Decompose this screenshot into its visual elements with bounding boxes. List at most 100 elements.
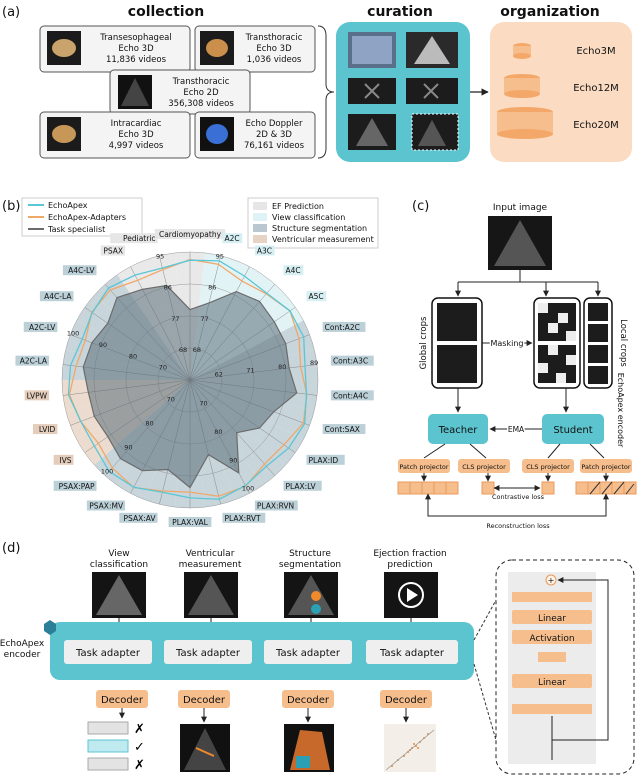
radar-tick-label: 70 <box>199 400 207 408</box>
decoder-label: Decoder <box>287 695 330 706</box>
axis-label-bg <box>322 321 366 332</box>
axis-label: PSAX:PAP <box>59 482 95 491</box>
axis-label: Cont:SAX <box>325 425 360 434</box>
axis-label: A4C-LV <box>68 266 95 275</box>
dataset-echo20m: Echo20M <box>573 120 619 131</box>
axis-label: IVS <box>59 456 71 465</box>
teacher-box <box>428 414 488 444</box>
encoder-block: EchoApex encoder <box>0 620 474 680</box>
axis-label-bg <box>283 265 304 276</box>
global-crops: Global crops <box>419 297 483 389</box>
axis-label: Pediatric <box>123 234 156 243</box>
local-crops-label: Local crops <box>618 319 628 367</box>
series-echoapex-adapters <box>68 258 308 497</box>
source-box-ice3d: Intracardiac Echo 3D 4,997 videos <box>39 111 191 159</box>
task-view-line1: View <box>108 549 129 559</box>
axis-label-bg <box>110 233 158 244</box>
radar-tick-label: 86 <box>164 284 172 292</box>
teacher-patch-projector <box>398 459 450 473</box>
activation-label: Activation <box>529 634 574 644</box>
legend-meas: Ventricular measurement <box>272 235 374 244</box>
source-line3: 76,161 videos <box>244 141 305 151</box>
axis-label: A2C <box>224 234 239 243</box>
axis-label-bg <box>168 517 212 527</box>
radar-tick-label: 80 <box>278 363 286 371</box>
dataset-echo3m: Echo3M <box>576 46 615 57</box>
panel-b-label: (b) <box>2 199 20 214</box>
axis-label-bg <box>24 390 50 401</box>
token-row <box>512 592 592 602</box>
source-line3: 356,308 videos <box>168 99 234 109</box>
decoder-label: Decoder <box>101 695 144 706</box>
axis-label: A2C-LA <box>20 357 48 366</box>
input-image-label: Input image <box>493 203 548 213</box>
axis-label: PSAX <box>103 246 123 255</box>
source-line1: Transesophageal <box>99 33 172 43</box>
bottleneck-tokens <box>538 652 566 662</box>
cls-projector-label: CLS projector <box>462 463 506 471</box>
axis-label: PSAX:AV <box>124 514 157 523</box>
line-legend: EchoApex EchoApex-Adapters Task speciali… <box>21 197 143 237</box>
activation-box <box>512 630 592 644</box>
dataset-echo12m: Echo12M <box>573 83 619 94</box>
radar-tick-label: 62 <box>215 371 223 379</box>
legend-echoapex-adapters: EchoApex-Adapters <box>48 213 126 222</box>
axis-label-bg <box>154 229 226 239</box>
student-box <box>542 414 604 444</box>
series-echoapex <box>67 259 308 500</box>
linear-label: Linear <box>538 614 566 624</box>
masked-crops <box>533 297 581 389</box>
source-line2: Echo 3D <box>118 44 154 54</box>
axis-label-bg <box>15 355 50 366</box>
hex-icon <box>44 620 56 635</box>
axis-label-bg <box>62 265 97 276</box>
source-line2: 2D & 3D <box>256 130 292 140</box>
radar-tick-label: 68 <box>179 346 187 354</box>
axis-label: PLAX:VAL <box>172 518 208 527</box>
panel-b: (b) EchoApex EchoApex-Adapters Task spec… <box>2 197 379 527</box>
patch-projector-label: Patch projector <box>399 463 448 471</box>
panel-d: (d) View classification Ventricular meas… <box>0 541 635 775</box>
axis-label: PLAX:ID <box>309 456 339 465</box>
axis-label-bg <box>254 245 275 256</box>
local-crops: Local crops <box>583 297 628 389</box>
axis-label-bg <box>119 512 158 523</box>
axis-label: Cont:A4C <box>333 391 368 400</box>
contrastive-loss-label: Contrastive loss <box>492 493 545 501</box>
task-seg-line2: segmentation <box>279 560 341 570</box>
legend-view: View classification <box>272 213 345 222</box>
axis-label-bg <box>254 500 298 511</box>
task-seg-line1: Structure <box>289 549 331 559</box>
radar-tick-label: 89 <box>310 359 318 367</box>
panel-a-label: (a) <box>2 5 20 20</box>
linear-label: Linear <box>538 678 566 688</box>
axis-label-bg <box>23 321 58 332</box>
encoder-label-line2: encoder <box>4 650 41 660</box>
source-box-doppler: Echo Doppler 2D & 3D 76,161 videos <box>194 111 316 159</box>
axis-label: Cont:A3C <box>333 357 368 366</box>
legend-echoapex: EchoApex <box>48 201 88 210</box>
axis-label-bg <box>100 245 126 256</box>
legend-task-specialist: Task specialist <box>47 225 105 234</box>
radar-tick-label: 80 <box>145 420 153 428</box>
classification-output: ✗ ✓ ✗ <box>87 721 145 773</box>
task-adapter-label: Task adapter <box>379 648 445 659</box>
check-icon: ✓ <box>134 740 145 755</box>
radar-tick-label: 77 <box>171 315 179 323</box>
curation-title: curation <box>367 4 433 20</box>
axis-label-bg <box>283 480 322 491</box>
teacher-label: Teacher <box>438 425 479 436</box>
source-line1: Intracardiac <box>111 119 162 129</box>
teacher-cls-projector <box>458 459 510 473</box>
task-meas-line1: Ventricular <box>186 549 235 559</box>
source-line3: 4,997 videos <box>109 141 164 151</box>
radar-tick-label: 95 <box>216 253 224 261</box>
panel-d-label: (d) <box>2 541 20 556</box>
linear-top <box>512 610 592 624</box>
source-line3: 1,036 videos <box>247 55 302 65</box>
zoom-connector <box>473 599 497 741</box>
series-task-specialist <box>82 284 298 489</box>
source-line1: Transthoracic <box>245 33 303 43</box>
axis-label: A2C-LV <box>29 323 56 332</box>
collection-title: collection <box>128 4 204 20</box>
